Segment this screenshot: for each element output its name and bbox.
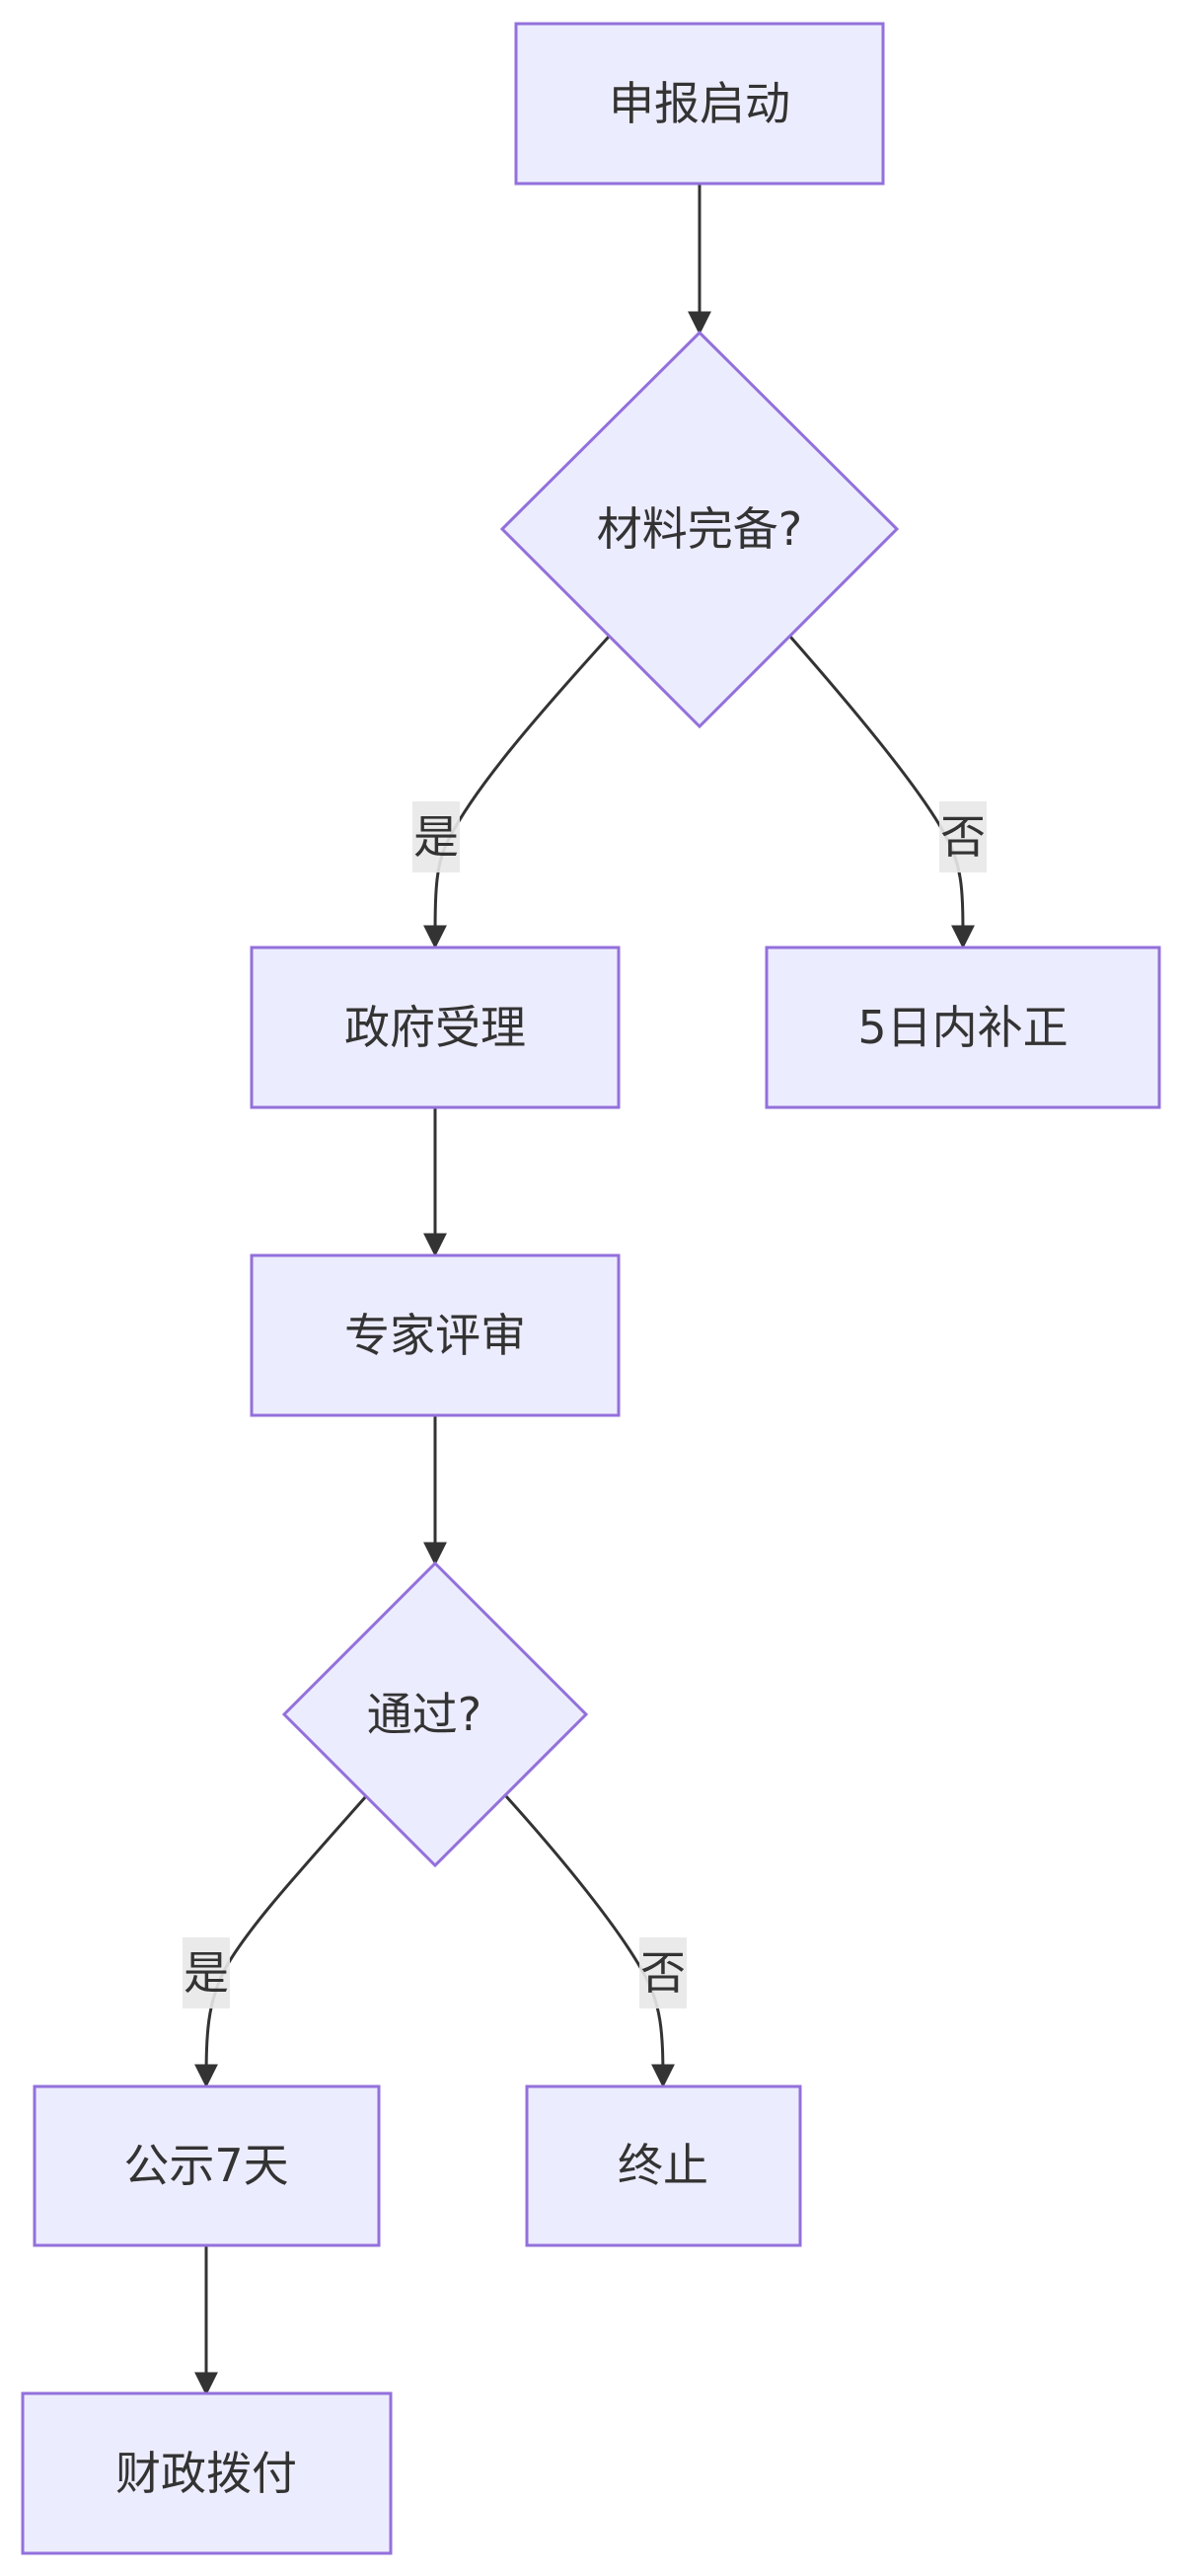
node-expert-review: 专家评审 — [250, 1253, 621, 1417]
edge-passed-to-publicize — [194, 1795, 368, 2088]
node-check-materials: 材料完备? — [499, 330, 900, 729]
node-supplement: 5日内补正 — [765, 946, 1161, 1109]
edge-label-materials-no: 否 — [940, 810, 986, 864]
node-gov-accept-label: 政府受理 — [344, 1001, 526, 1054]
node-start-label: 申报启动 — [609, 77, 790, 130]
node-start: 申报启动 — [514, 22, 885, 186]
node-payment-label: 财政拨付 — [115, 2447, 297, 2500]
node-publicize-label: 公示7天 — [123, 2139, 288, 2192]
node-terminate: 终止 — [525, 2084, 802, 2247]
node-gov-accept: 政府受理 — [250, 946, 621, 1109]
edge-label-materials-yes: 是 — [413, 810, 459, 864]
edge-check-to-accept — [423, 635, 611, 949]
edge-check-to-supplement — [788, 636, 975, 949]
edge-passed-to-terminate — [504, 1794, 675, 2088]
node-publicize: 公示7天 — [33, 2084, 381, 2247]
node-terminate-label: 终止 — [618, 2139, 708, 2192]
edge-label-passed-yes: 是 — [184, 1946, 229, 2000]
node-passed: 通过? — [281, 1560, 589, 1868]
node-passed-label: 通过? — [367, 1688, 481, 1741]
node-supplement-label: 5日内补正 — [857, 1001, 1068, 1054]
node-payment: 财政拨付 — [21, 2391, 393, 2555]
edge-label-passed-no: 否 — [640, 1946, 686, 2000]
node-expert-review-label: 专家评审 — [344, 1309, 526, 1362]
edge-labels: 是 否 是 否 — [183, 801, 987, 2008]
node-check-materials-label: 材料完备? — [597, 502, 802, 556]
